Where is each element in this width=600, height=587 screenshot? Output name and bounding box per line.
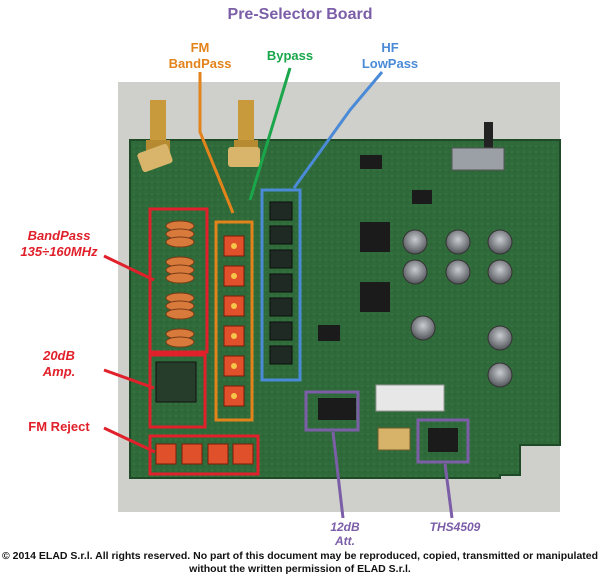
copyright-line2: without the written permission of ELAD S… <box>189 562 411 575</box>
ths4509-chip <box>428 428 458 452</box>
sma-connector-left <box>137 100 173 173</box>
hf-leader <box>292 71 384 189</box>
transformer <box>377 427 411 451</box>
amp-label-line1: 20dB <box>43 348 75 363</box>
fm-label-line1: FM <box>190 40 210 55</box>
ths-box <box>416 418 470 464</box>
fm-bandpass-box <box>214 220 254 422</box>
amp-section <box>155 361 197 403</box>
amp-leader <box>103 368 155 390</box>
bandpass-label-line2: 135÷160MHz <box>20 243 98 259</box>
hf-lowpass-box <box>260 188 302 382</box>
bypass-leader <box>248 67 292 201</box>
board-sticker <box>375 384 445 412</box>
hf-lowpass-label: HF LowPass <box>340 40 440 71</box>
slide-switch <box>451 122 505 171</box>
fm-reject-leader <box>103 426 156 454</box>
bandpass-leader <box>103 254 155 282</box>
amp-label: 20dB Amp. <box>0 348 118 379</box>
amp-label-line2: Amp. <box>42 363 76 379</box>
hf-label-line1: HF <box>381 40 399 55</box>
ths-leader <box>443 463 454 519</box>
att-leader <box>331 431 345 519</box>
copyright-notice: © 2014 ELAD S.r.l. All rights reserved. … <box>0 550 600 575</box>
fm-leader <box>198 72 235 214</box>
bandpass-coils <box>165 220 195 348</box>
amp-box <box>148 353 207 429</box>
att-label-line2: Att. <box>335 534 355 549</box>
fm-bandpass-label: FM BandPass <box>150 40 250 71</box>
capacitor-array <box>402 229 513 388</box>
fm-reject-trimmers <box>155 443 254 465</box>
att-label-line1: 12dB <box>330 520 360 534</box>
sma-connector-right <box>228 100 260 167</box>
bandpass-label: BandPass 135÷160MHz <box>0 228 118 259</box>
hf-label-line2: LowPass <box>361 55 419 71</box>
fm-label-line2: BandPass <box>168 55 232 71</box>
att-label: 12dB Att. <box>305 520 385 549</box>
ths4509-label: THS4509 <box>429 520 481 534</box>
bandpass-box <box>148 207 209 354</box>
ic-chip <box>360 155 382 169</box>
bandpass-label-line1: BandPass <box>27 228 91 243</box>
fm-trimmers <box>223 235 245 407</box>
ic-chip <box>360 222 390 252</box>
att-box <box>304 390 360 432</box>
attenuator-chip <box>318 398 356 420</box>
fm-reject-box <box>148 434 260 476</box>
hf-inductors <box>269 201 293 365</box>
fm-reject-label: FM Reject <box>28 419 90 434</box>
ic-chip <box>412 190 432 204</box>
ic-chip <box>318 325 340 341</box>
bypass-label: Bypass <box>266 48 314 63</box>
copyright-line1: © 2014 ELAD S.r.l. All rights reserved. … <box>1 550 599 562</box>
ic-chip <box>360 282 390 312</box>
diagram-title: Pre-Selector Board <box>227 6 373 23</box>
